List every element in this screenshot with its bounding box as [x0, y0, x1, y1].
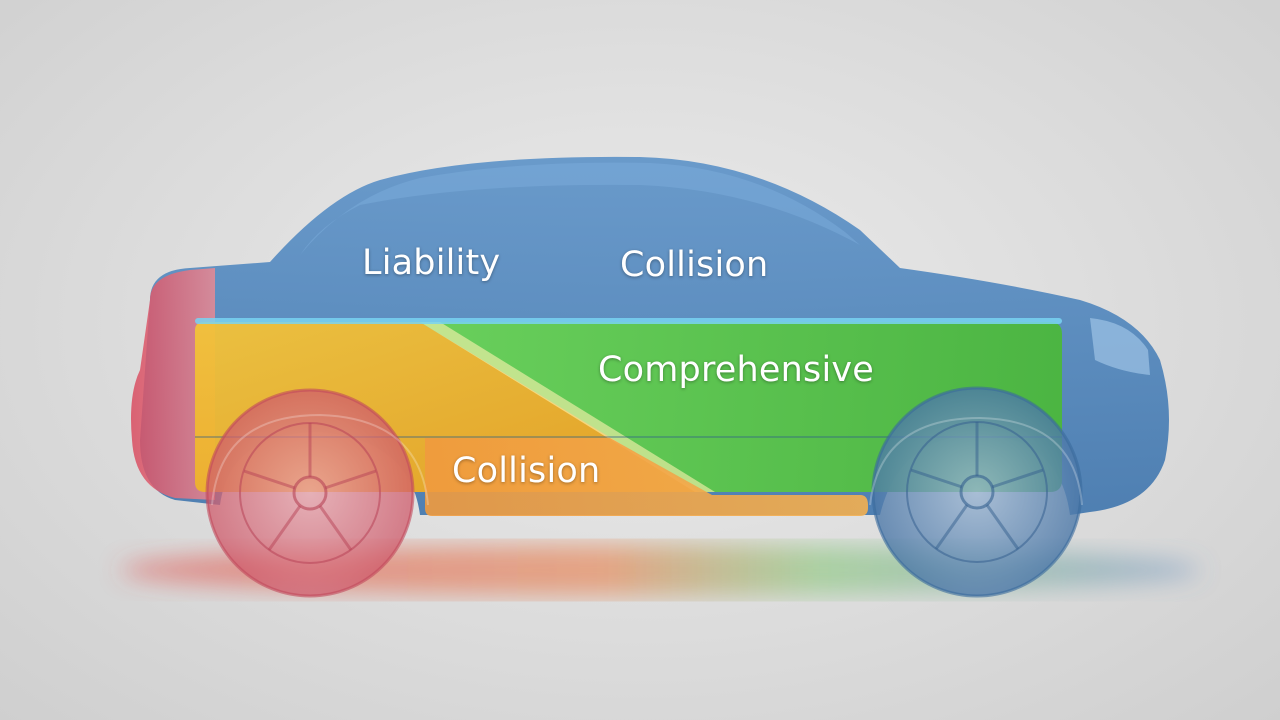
collision-top-label: Collision — [620, 245, 769, 285]
wheel-arch-front — [869, 416, 1083, 506]
rear-wheel — [205, 388, 415, 598]
headlight — [1090, 318, 1150, 375]
collision-bottom-label: Collision — [452, 451, 601, 491]
front-wheel — [871, 386, 1083, 598]
band-divider — [420, 322, 715, 492]
liability-label: Liability — [362, 243, 501, 283]
band-orange — [425, 438, 868, 516]
rear-section — [131, 268, 215, 500]
comprehensive-label: Comprehensive — [598, 350, 875, 390]
wheel-arch-rear — [211, 413, 429, 506]
roof-highlight — [300, 162, 860, 255]
band-top-edge — [195, 318, 1062, 324]
